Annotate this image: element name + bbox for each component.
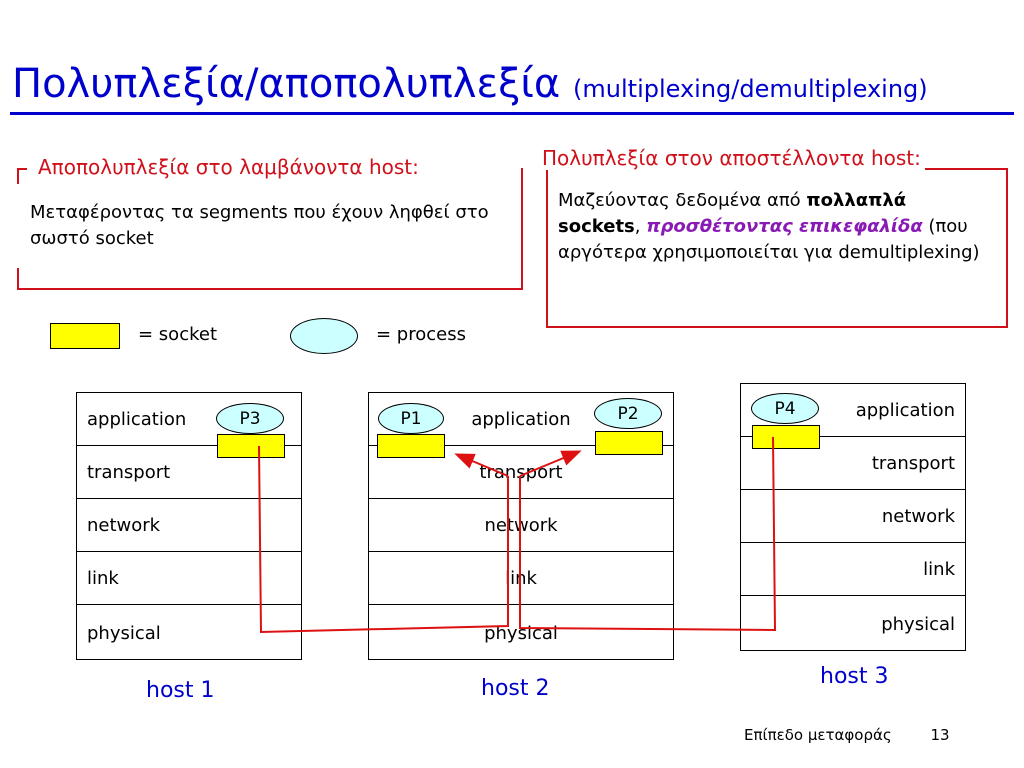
host3-layer-physical: physical: [881, 613, 955, 635]
host1-label: host 1: [146, 678, 215, 703]
title-main: Πολυπλεξία/αποπολυπλεξία: [12, 61, 561, 107]
path-host1-to-host2: [258, 445, 509, 634]
legend-process-label: = process: [376, 324, 466, 345]
host3-socket: [752, 425, 820, 449]
legend-socket-swatch: [50, 323, 120, 349]
mux-text-2: ,: [634, 216, 647, 238]
mux-heading: Πολυπλεξία στον αποστέλλοντα host:: [538, 146, 925, 170]
footer: Επίπεδο μεταφοράς 13: [744, 726, 950, 744]
path-host3-to-host2: [519, 436, 777, 632]
mux-text-bold: πολλαπλά sockets: [558, 190, 907, 238]
host3-layer-transport: transport: [741, 437, 965, 490]
legend-socket-label: = socket: [138, 324, 218, 345]
host3-layer-link: link: [741, 543, 965, 596]
demux-box-top-left-tick: [17, 168, 27, 170]
host3-label: host 3: [820, 664, 889, 689]
host3-layer-network: network: [741, 490, 965, 543]
host3-layer-application: application: [741, 384, 965, 437]
mux-text: Μαζεύοντας δεδομένα από πολλαπλά sockets…: [558, 188, 993, 266]
arrow-to-p2: [519, 450, 582, 477]
mux-text-3: (που αργότερα χρησιμοποιείται για demult…: [558, 216, 980, 264]
host1-socket: [217, 434, 285, 458]
legend-process-swatch: [290, 318, 358, 354]
host1-layer-physical: physical: [87, 622, 161, 644]
host2-socket-p1: [377, 434, 445, 458]
host3-process-p4: P4: [751, 393, 819, 424]
demux-heading: Αποπολυπλεξία στο λαμβάνοντα host:: [34, 155, 423, 179]
demux-text: Μεταφέροντας τα segments που έχουν ληφθε…: [30, 202, 489, 250]
demux-box: [17, 168, 523, 290]
host1-process-p3: P3: [216, 403, 284, 434]
mux-text-italic: προσθέτοντας επικεφαλίδα: [646, 216, 923, 238]
host2-layer-application: application: [369, 393, 673, 446]
host2-socket-p2: [595, 431, 663, 455]
title-underline: [10, 112, 1014, 115]
host1-layer-application: application: [77, 393, 301, 446]
host1-layer-link: link: [77, 552, 301, 605]
host2-process-p2: P2: [594, 398, 662, 429]
footer-page: 13: [930, 726, 950, 744]
host2-process-p1: P1: [378, 403, 444, 434]
demux-box-left-tick: [17, 168, 19, 184]
host1-layer-network: network: [77, 499, 301, 552]
demux-box-left-lower: [17, 268, 19, 290]
mux-text-1: Μαζεύοντας δεδομένα από: [558, 190, 807, 211]
host2-label: host 2: [481, 676, 550, 701]
page-title: Πολυπλεξία/αποπολυπλεξία (multiplexing/d…: [12, 62, 928, 106]
arrow-to-p1: [454, 453, 509, 477]
title-sub: (multiplexing/demultiplexing): [573, 75, 928, 103]
host1-layer-transport: transport: [77, 446, 301, 499]
footer-label: Επίπεδο μεταφοράς: [744, 726, 892, 744]
